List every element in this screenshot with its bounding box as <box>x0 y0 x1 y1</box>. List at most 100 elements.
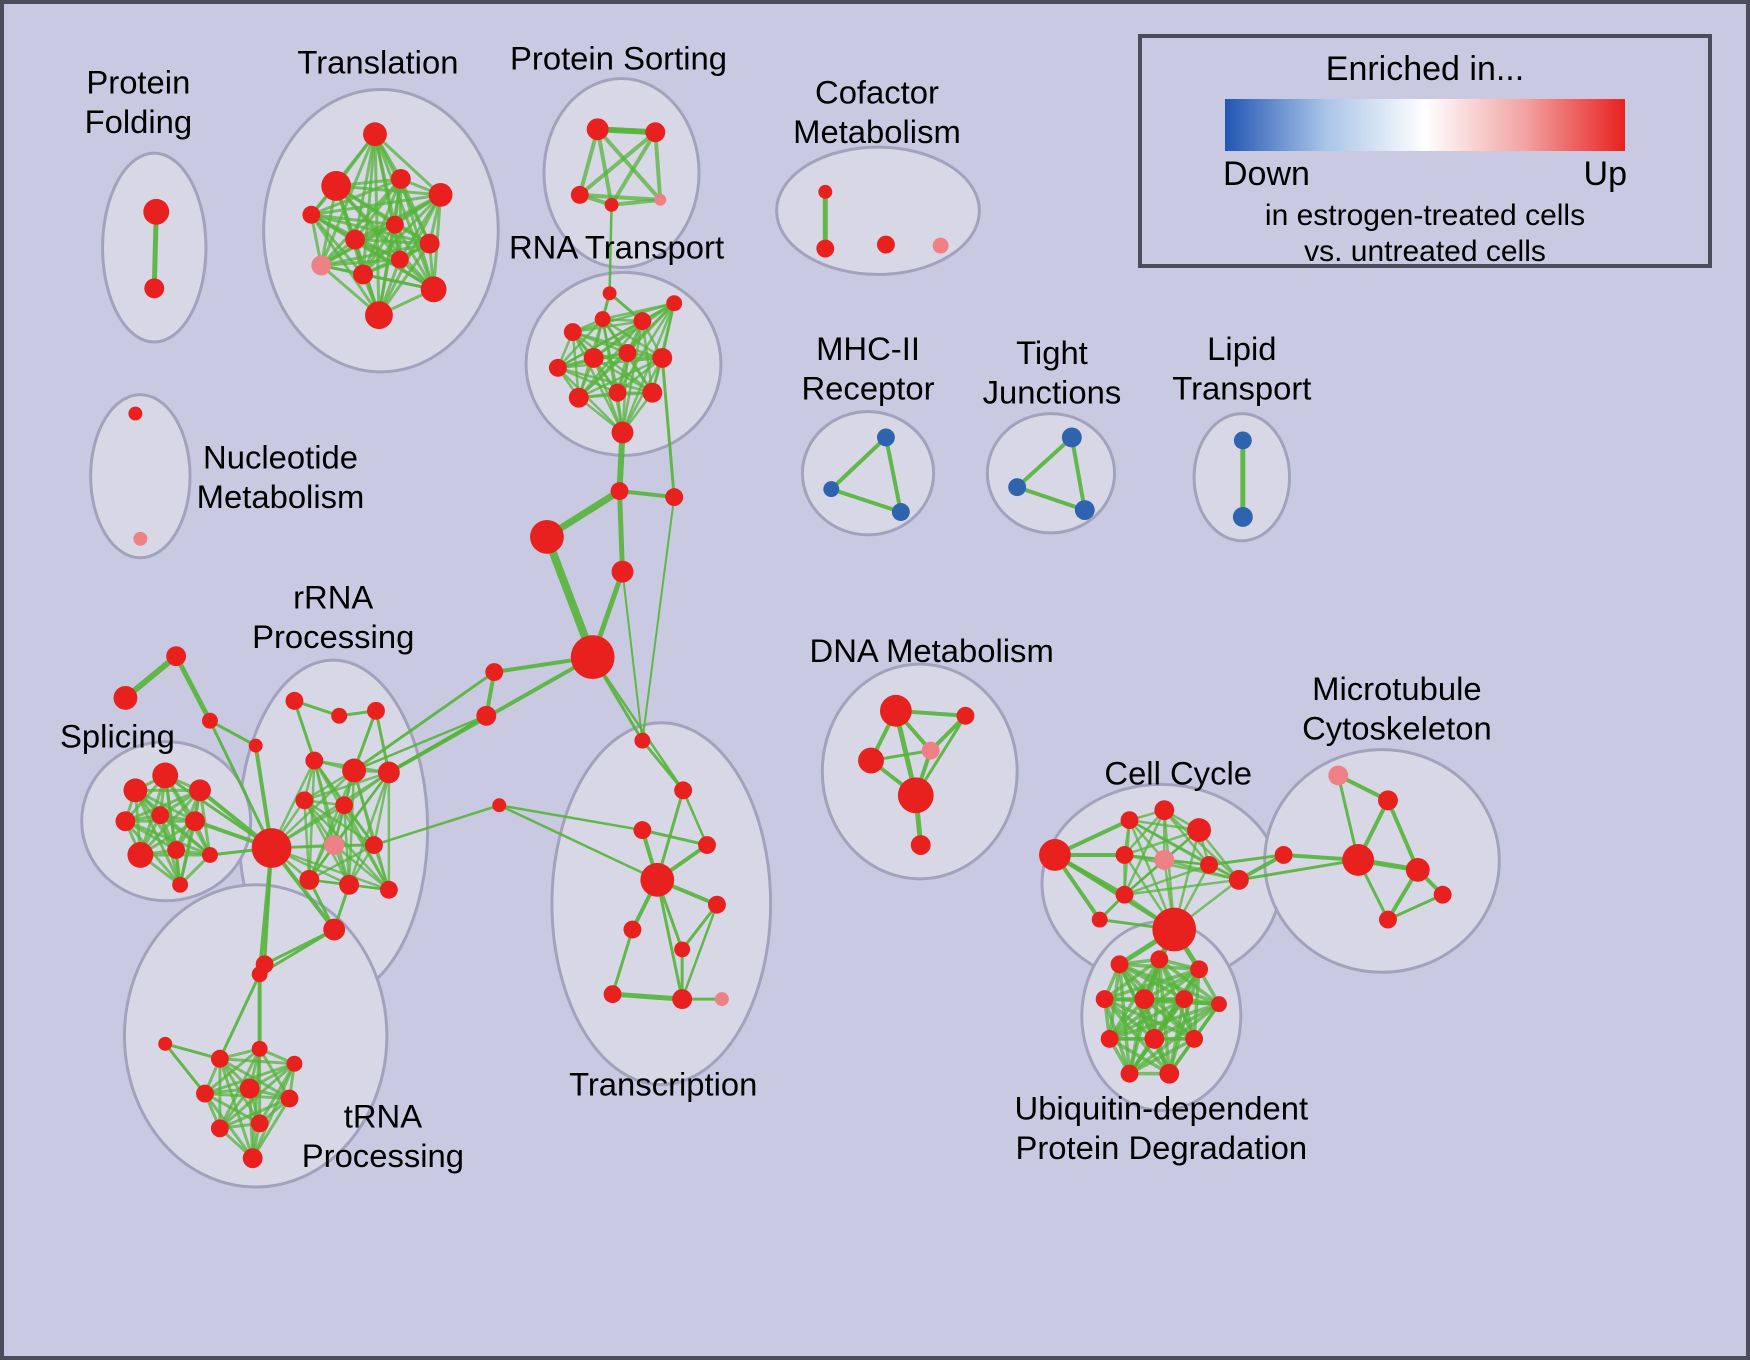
edge-ps0-ps4 <box>595 127 663 202</box>
edge-ps3-ps4 <box>609 197 663 207</box>
node-rt5 <box>548 358 567 377</box>
edge-ps1-ps3 <box>609 130 658 207</box>
edge-tr2-tr7 <box>309 213 432 246</box>
node-rr12 <box>299 869 320 890</box>
cluster-ellipse-nucleotide-metabolism <box>89 393 192 560</box>
node-rt7 <box>618 343 637 362</box>
node-ch4 <box>570 635 615 680</box>
node-sp7 <box>167 841 186 859</box>
node-rt10 <box>608 383 627 402</box>
node-tr1 <box>321 171 352 201</box>
node-tg0 <box>166 646 187 667</box>
edge-ub5-ub7 <box>1107 997 1186 1041</box>
edge-ch6-rr6 <box>387 714 488 774</box>
node-cc7 <box>1228 869 1249 890</box>
node-cc3 <box>1187 818 1212 843</box>
node-rt0 <box>602 286 617 301</box>
edge-tc6-tc8 <box>611 928 634 996</box>
node-rr8 <box>335 796 354 815</box>
edge-tr7-tr12 <box>377 242 432 317</box>
node-tn8 <box>210 1119 229 1138</box>
node-mh1 <box>823 481 840 498</box>
edge-tr0-tr11 <box>373 132 436 291</box>
node-rt4 <box>666 295 683 312</box>
edge-ub1-ub3 <box>1102 957 1162 1001</box>
cluster-label-transcription: Transcription <box>569 1066 757 1103</box>
node-tr11 <box>420 276 447 303</box>
node-cc1 <box>1120 811 1139 830</box>
edge-tc1-tc3 <box>681 789 709 847</box>
node-tc4 <box>640 862 675 897</box>
node-ub8 <box>1144 1028 1165 1049</box>
cluster-label-dna-metabolism: DNA Metabolism <box>810 632 1054 669</box>
node-tc0 <box>634 732 651 749</box>
node-rr11 <box>365 836 383 854</box>
node-ub5 <box>1175 990 1194 1009</box>
edge-rt4-rt6 <box>592 301 676 360</box>
node-ub10 <box>1120 1064 1139 1083</box>
node-tn2 <box>210 1049 229 1068</box>
edge-tn7-tn8 <box>218 1097 291 1130</box>
cluster-label-translation: Translation <box>297 44 458 81</box>
cluster-ellipse-mhc-ii-receptor <box>800 410 936 537</box>
node-ub4 <box>1134 989 1155 1010</box>
node-ps4 <box>654 193 667 206</box>
edge-tr8-tr10 <box>319 257 402 267</box>
node-sp3 <box>115 811 136 832</box>
node-ub3 <box>1095 990 1114 1009</box>
node-tn6 <box>239 1078 260 1099</box>
node-rt12 <box>611 421 634 444</box>
edge-rr6-rr11 <box>372 771 391 847</box>
node-sp4 <box>151 806 170 825</box>
edge-ub2-ub7 <box>1107 967 1201 1041</box>
node-mh0 <box>876 428 895 447</box>
edge-mc1-mc4 <box>1385 798 1420 872</box>
node-tn7 <box>280 1089 299 1108</box>
node-ub2 <box>1190 960 1209 979</box>
node-ub0 <box>1110 955 1129 974</box>
node-mc1 <box>1378 790 1398 811</box>
node-mc3 <box>1342 844 1375 876</box>
edge-ub0-ub7 <box>1107 962 1122 1041</box>
edge-tg0-tg2 <box>173 653 213 724</box>
edge-rt1-rt12 <box>571 330 624 434</box>
node-rr14 <box>379 880 398 899</box>
edge-cc6-cc8 <box>1123 863 1211 896</box>
node-dm1 <box>956 706 975 725</box>
edge-cc2-cc8 <box>1123 808 1166 896</box>
edge-ub3-ub8 <box>1102 997 1157 1041</box>
node-ch0 <box>610 482 629 501</box>
edge-rr11-hn0 <box>372 804 501 847</box>
edge-tc8-tc9 <box>610 991 685 1002</box>
node-tr3 <box>390 169 411 189</box>
node-tr8 <box>311 255 332 276</box>
node-tj1 <box>1008 478 1027 497</box>
node-rt2 <box>594 311 611 328</box>
legend-title: Enriched in... <box>1325 50 1525 88</box>
edge-tr6-tr12 <box>377 223 397 317</box>
node-rr4 <box>305 751 324 770</box>
edge-ch0-ch1 <box>617 489 677 500</box>
node-dm4 <box>897 777 934 814</box>
node-cc10 <box>1091 911 1108 928</box>
node-sp1 <box>152 762 179 789</box>
node-tn9 <box>250 1114 269 1133</box>
node-ch1 <box>665 488 684 507</box>
edge-rt8-rt9 <box>577 356 664 399</box>
node-tr7 <box>419 233 440 254</box>
edge-rr10-rr14 <box>332 843 391 892</box>
node-cc9 <box>1152 907 1197 952</box>
node-tr10 <box>390 250 409 269</box>
node-ps3 <box>604 197 619 212</box>
edge-cc3-cc4 <box>1123 828 1201 857</box>
cluster-label-cell-cycle: Cell Cycle <box>1104 754 1252 791</box>
node-mc5 <box>1433 885 1452 904</box>
node-sp2 <box>189 779 211 802</box>
edge-cc2-cc7 <box>1163 808 1241 882</box>
edge-ps3-rt0 <box>608 203 613 295</box>
node-sp0 <box>123 778 148 803</box>
